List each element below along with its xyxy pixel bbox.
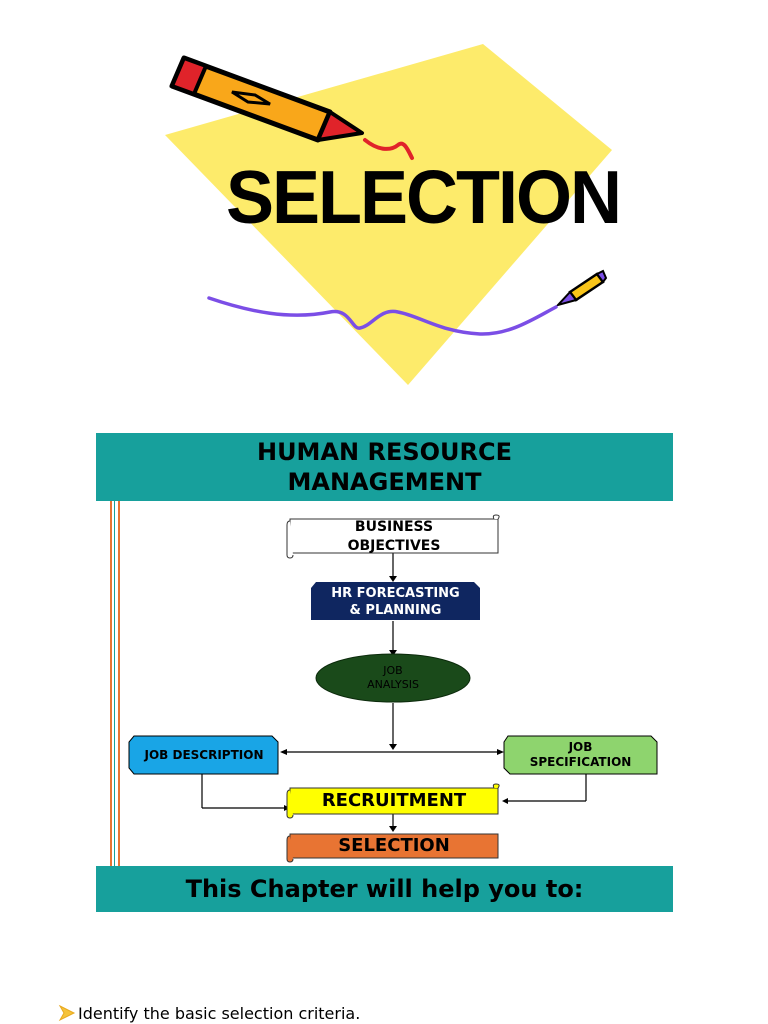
job-analysis-line2: ANALYSIS [367,678,419,691]
selection-shape [286,833,499,863]
selection-title: SELECTION [226,156,622,240]
decorative-line-teal [114,433,115,866]
hr-forecasting-line1: HR FORECASTING [331,586,460,601]
business-objectives-shape [286,514,500,559]
squiggle-line [207,296,558,336]
recruitment-label: RECRUITMENT [321,790,467,811]
flowchart-arrowheads [280,576,508,832]
arrow-bullet-icon [58,1004,76,1022]
recruitment-shape [286,783,500,819]
job-specification-shape [503,735,658,775]
hrm-banner-line1: HUMAN RESOURCE [256,438,512,466]
flowchart-connectors [201,553,587,828]
hr-forecasting-shape [311,582,480,620]
hrm-banner-line2: MANAGEMENT [287,468,482,496]
pencil-icon [169,55,414,160]
yellow-diamond-shape [165,44,612,385]
job-description-shape [128,735,279,775]
job-analysis-line1: JOB [383,664,403,677]
hr-forecasting-line2: & PLANNING [349,603,442,618]
selection-step-label: SELECTION [338,835,450,856]
small-pencil-icon [554,269,608,307]
business-objectives-line2: OBJECTIVES [347,538,441,554]
bullet-text: Identify the basic selection criteria. [78,1003,361,1023]
hr-forecasting-label: HR FORECASTING & PLANNING [311,585,480,619]
job-specification-label: JOB SPECIFICATION [504,740,657,770]
hrm-banner: HUMAN RESOURCE MANAGEMENT [96,433,673,501]
business-objectives-label: BUSINESS OBJECTIVES [290,518,498,556]
job-specification-line1: JOB [568,740,593,754]
decorative-line-orange-2 [118,433,120,866]
job-specification-line2: SPECIFICATION [529,755,632,769]
decorative-line-orange [110,433,112,866]
bullet-list-item: Identify the basic selection criteria. [58,1002,360,1024]
job-analysis-label: JOB ANALYSIS [330,664,456,692]
chapter-banner: This Chapter will help you to: [96,866,673,912]
job-analysis-shape [315,653,471,703]
business-objectives-line1: BUSINESS [354,519,434,535]
job-description-label: JOB DESCRIPTION [144,748,264,762]
